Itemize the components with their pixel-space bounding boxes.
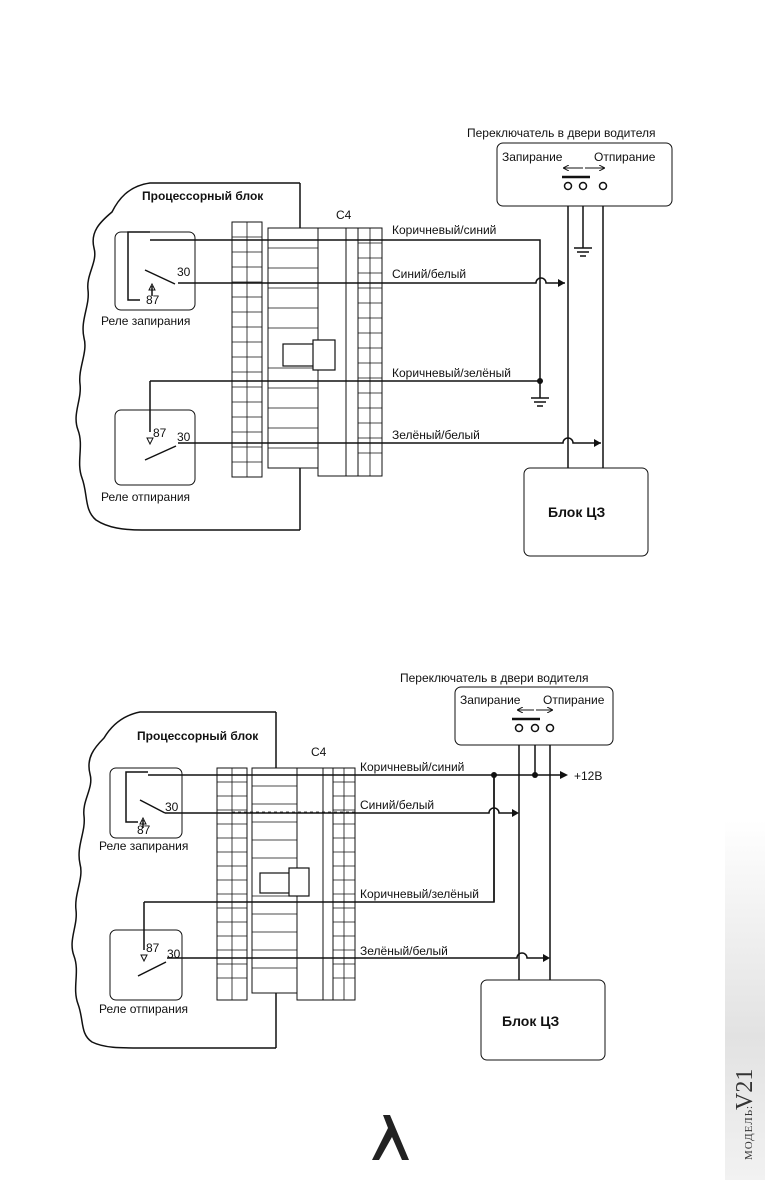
connector-c4-label-2: C4 [311,745,327,759]
model-prefix: МОДЕЛЬ: [743,1105,755,1160]
relay-unlock-pin30-1: 30 [177,430,191,444]
cz-block-1 [523,467,649,557]
relay-unlock-box-1 [114,409,196,486]
processor-unit-title-2: Процессорный блок [137,729,259,743]
relay-lock-pin87-2: 87 [137,823,151,837]
wire-label-4-2: Зелёный/белый [360,944,448,958]
cz-block-2 [480,979,606,1061]
wire-label-2-1: Синий/белый [392,267,466,281]
relay-lock-label-1: Реле запирания [101,314,190,328]
wire-label-3-1: Коричневый/зелёный [392,366,511,380]
wire-label-2-2: Синий/белый [360,798,434,812]
relay-unlock-pin30-2: 30 [167,947,181,961]
relay-lock-pin87-1: 87 [146,293,160,307]
cz-block-label-1: Блок ЦЗ [548,504,605,520]
switch-title-1: Переключатель в двери водителя [467,126,655,140]
relay-unlock-pin87-2: 87 [146,941,160,955]
cz-block-label-2: Блок ЦЗ [502,1013,559,1029]
switch-lock-label-2: Запирание [460,693,521,707]
processor-unit-title-1: Процессорный блок [142,189,264,203]
wire-label-1-2: Коричневый/синий [360,760,464,774]
switch-lock-label-1: Запирание [502,150,563,164]
switch-terminal-icon [514,723,524,733]
logo-icon [372,1115,409,1160]
ground-icon [531,397,549,407]
wire-label-1-1: Коричневый/синий [392,223,496,237]
page-texture [725,820,765,1180]
switch-terminal-icon [578,181,588,191]
processor-unit-outline-2 [71,711,276,1049]
relay-unlock-pin87-1: 87 [153,426,167,440]
ground-icon [574,242,592,257]
wire-label-4-1: Зелёный/белый [392,428,480,442]
switch-terminal-icon [545,723,555,733]
relay-lock-pin30-2: 30 [165,800,179,814]
wire-label-3-2: Коричневый/зелёный [360,887,479,901]
relay-unlock-label-1: Реле отпирания [101,490,190,504]
relay-lock-box-1 [114,231,196,311]
model-label: МОДЕЛЬ: V21 [732,1069,758,1160]
switch-box-2 [454,686,614,746]
relay-lock-label-2: Реле запирания [99,839,188,853]
processor-unit-outline-1 [75,182,300,531]
switch-title-2: Переключатель в двери водителя [400,671,588,685]
model-name: V21 [732,1069,758,1110]
switch-terminal-icon [563,181,573,191]
switch-box-1 [496,142,673,207]
diagram-2: Процессорный блок 30 87 Реле запирания 8… [71,671,614,1061]
relay-lock-contact-1 [127,231,176,301]
pin-header-cells-1 [232,222,262,477]
relay-unlock-box-2 [109,929,183,1001]
supply-label-2: +12В [574,769,602,783]
connector-c4-label-1: C4 [336,208,352,222]
switch-terminal-icon [598,181,608,191]
switch-terminal-icon [530,723,540,733]
relay-unlock-label-2: Реле отпирания [99,1002,188,1016]
relay-lock-pin30-1: 30 [177,265,191,279]
diagram-1: Процессорный блок 30 87 Реле запирания 8… [75,126,673,557]
switch-unlock-label-1: Отпирание [594,150,656,164]
switch-unlock-label-2: Отпирание [543,693,605,707]
relay-lock-box-2 [109,767,183,839]
